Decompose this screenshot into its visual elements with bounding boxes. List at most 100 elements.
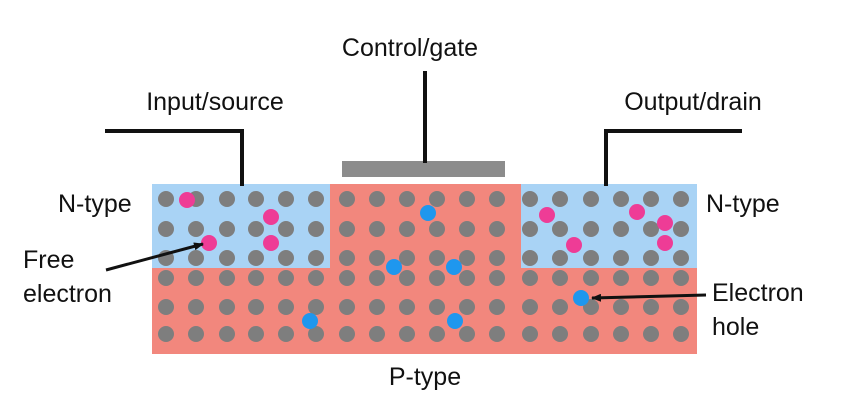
atom: [399, 191, 415, 207]
atom: [613, 191, 629, 207]
atom: [278, 326, 294, 342]
atom: [158, 270, 174, 286]
atom: [459, 299, 475, 315]
n-type-left-label: N-type: [58, 190, 132, 218]
free-electron: [657, 215, 673, 231]
atom: [459, 191, 475, 207]
atom: [613, 270, 629, 286]
atom: [459, 270, 475, 286]
atom: [429, 250, 445, 266]
atom: [339, 221, 355, 237]
atom: [339, 326, 355, 342]
atom: [552, 221, 568, 237]
atom: [489, 221, 505, 237]
atom: [459, 250, 475, 266]
electron-hole-label-line1: Electron: [712, 279, 804, 307]
atom: [613, 299, 629, 315]
atom: [339, 250, 355, 266]
atom: [522, 191, 538, 207]
atom: [308, 270, 324, 286]
source-label: Input/source: [146, 88, 284, 116]
atom: [643, 250, 659, 266]
atom: [248, 250, 264, 266]
free-electron: [657, 235, 673, 251]
atom: [248, 191, 264, 207]
atom: [673, 270, 689, 286]
electron-hole: [386, 259, 402, 275]
atom: [613, 221, 629, 237]
atom: [643, 299, 659, 315]
atom: [369, 299, 385, 315]
atom: [429, 270, 445, 286]
atom: [522, 299, 538, 315]
atom: [278, 221, 294, 237]
atom: [188, 270, 204, 286]
atom: [583, 221, 599, 237]
atom: [308, 221, 324, 237]
atom: [429, 326, 445, 342]
atom: [459, 326, 475, 342]
free-electron: [201, 235, 217, 251]
atom: [552, 326, 568, 342]
atom: [308, 191, 324, 207]
atom: [278, 299, 294, 315]
atom: [583, 270, 599, 286]
free-electron: [179, 192, 195, 208]
atom: [643, 191, 659, 207]
atom: [459, 221, 475, 237]
atom: [489, 191, 505, 207]
atom: [248, 299, 264, 315]
atom: [489, 299, 505, 315]
atom: [248, 326, 264, 342]
atom: [219, 221, 235, 237]
electron-hole-label-line2: hole: [712, 313, 759, 341]
atom: [643, 270, 659, 286]
drain-wire: [604, 129, 742, 186]
gate-plate: [342, 161, 505, 177]
free-electrons: [179, 192, 673, 253]
atom: [489, 326, 505, 342]
free-electron-label-line1: Free: [23, 246, 74, 274]
gate-label: Control/gate: [342, 34, 478, 62]
electron-holes: [302, 205, 589, 329]
atom: [399, 270, 415, 286]
atom: [369, 191, 385, 207]
free-electron: [263, 235, 279, 251]
atom: [308, 326, 324, 342]
atom: [399, 299, 415, 315]
atom: [369, 221, 385, 237]
atom: [278, 250, 294, 266]
atom: [339, 191, 355, 207]
atom: [613, 250, 629, 266]
atom: [429, 221, 445, 237]
atom: [583, 326, 599, 342]
free-electron: [263, 209, 279, 225]
free-electron: [566, 237, 582, 253]
atom: [158, 191, 174, 207]
free-electron-label-line2: electron: [23, 280, 112, 308]
electron-hole: [302, 313, 318, 329]
free-electron-arrow: [105, 242, 204, 272]
free-electron: [629, 204, 645, 220]
atom: [673, 191, 689, 207]
atom: [673, 326, 689, 342]
atom: [339, 299, 355, 315]
atom: [399, 250, 415, 266]
atom: [522, 270, 538, 286]
electron-hole: [420, 205, 436, 221]
atom: [219, 326, 235, 342]
atom: [583, 191, 599, 207]
n-type-region-left: [152, 184, 330, 268]
atom: [188, 221, 204, 237]
atom: [643, 326, 659, 342]
atom: [188, 250, 204, 266]
atom: [248, 221, 264, 237]
n-type-right-label: N-type: [706, 190, 780, 218]
atom: [278, 270, 294, 286]
atom: [613, 326, 629, 342]
atom: [369, 270, 385, 286]
atom: [308, 299, 324, 315]
atom: [219, 250, 235, 266]
atom: [489, 270, 505, 286]
electron-hole-arrow: [591, 293, 707, 302]
